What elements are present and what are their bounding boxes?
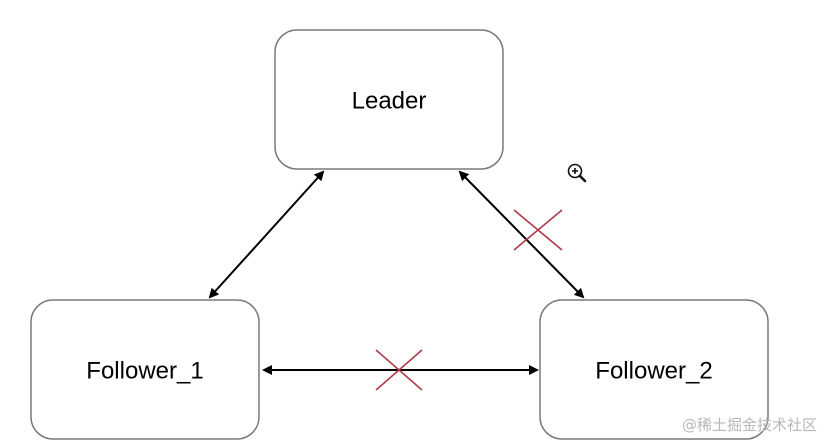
- node-follower-2-box: [539, 299, 769, 440]
- broken-link-mark-leader-follower-2: [513, 209, 563, 251]
- node-leader: Leader: [274, 29, 504, 170]
- broken-link-mark-follower-1-follower-2: [375, 349, 423, 391]
- node-leader-box: [274, 29, 504, 170]
- node-follower-1: Follower_1: [30, 299, 260, 440]
- node-leader-label: Leader: [352, 87, 427, 114]
- node-follower-1-label: Follower_1: [86, 357, 203, 384]
- node-follower-2: Follower_2: [539, 299, 769, 440]
- watermark: @稀土掘金技术社区: [681, 416, 817, 434]
- zoom-in-icon[interactable]: [566, 162, 588, 184]
- node-follower-2-label: Follower_2: [595, 357, 712, 384]
- edge-leader-follower-1: [208, 170, 325, 299]
- node-follower-1-box: [30, 299, 260, 440]
- edge-leader-follower-2: [458, 170, 585, 299]
